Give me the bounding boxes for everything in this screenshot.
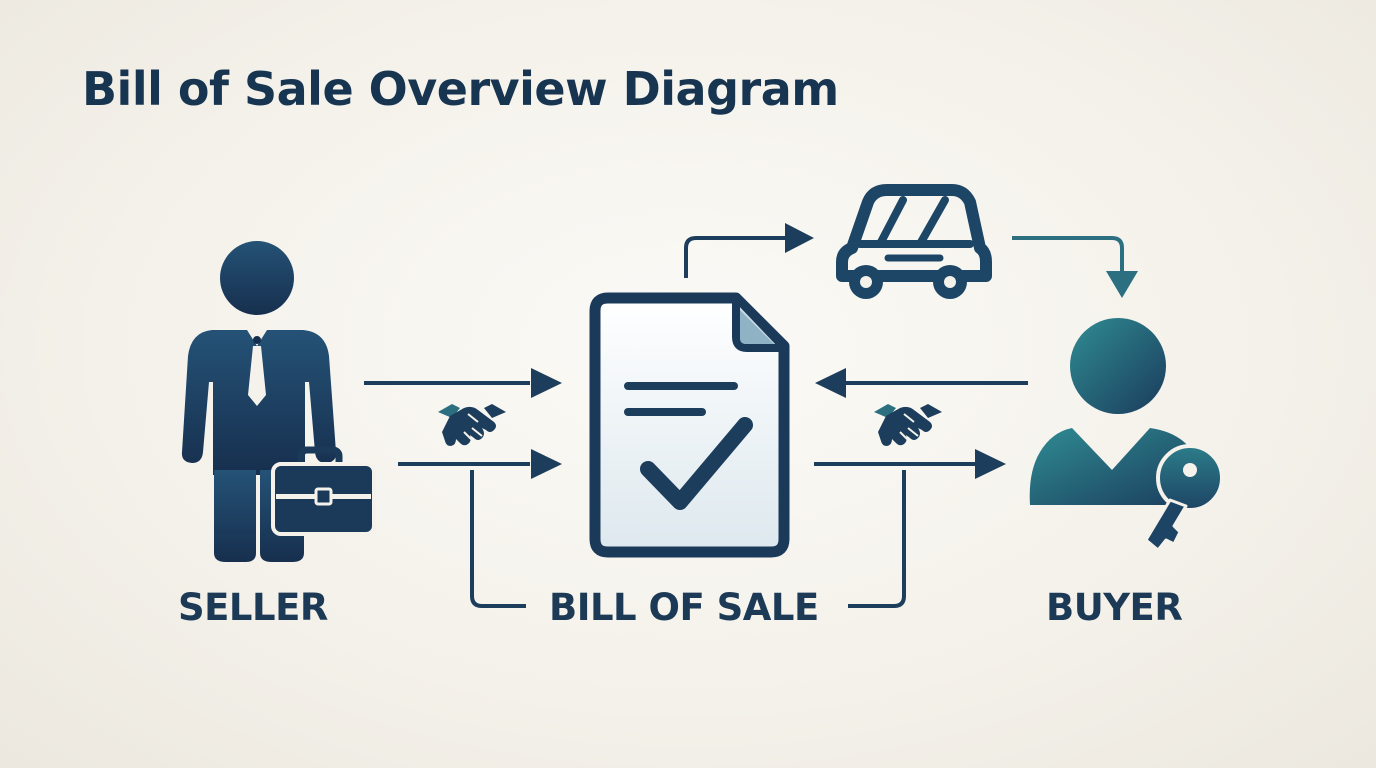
right-bracket-connector <box>848 470 906 608</box>
buyer-to-bill-arrows <box>814 381 1028 466</box>
briefcase-icon <box>271 446 376 536</box>
buyer-label: BUYER <box>1046 586 1183 629</box>
tie-icon <box>247 330 267 406</box>
handshake-icon <box>438 404 506 446</box>
seller-to-bill-arrows <box>364 381 530 466</box>
car-to-buyer-arrowhead <box>1106 271 1138 298</box>
car-icon <box>836 184 992 282</box>
bill-to-car-arrowhead <box>785 223 814 253</box>
handshake-icon-right <box>874 404 942 446</box>
car-to-buyer-arrow <box>1012 236 1124 272</box>
page-title: Bill of Sale Overview Diagram <box>82 62 839 116</box>
left-bracket-connector <box>470 470 526 608</box>
bill-of-sale-label: BILL OF SALE <box>549 586 819 629</box>
key-icon <box>1144 444 1224 552</box>
seller-label: SELLER <box>178 586 328 629</box>
car-wheels <box>849 265 967 299</box>
document-text-lines <box>624 382 738 416</box>
bill-to-car-arrow <box>684 236 786 278</box>
arrowheads-right <box>815 368 1006 479</box>
document-icon <box>589 292 790 558</box>
arrowheads-left <box>531 368 562 479</box>
checkmark-icon <box>640 417 753 510</box>
